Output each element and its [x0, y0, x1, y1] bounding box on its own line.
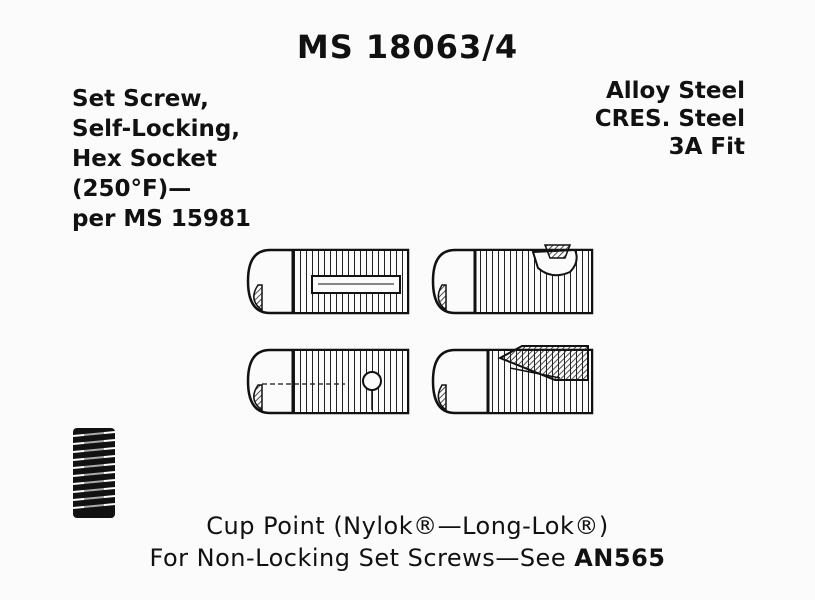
description-line: per MS 15981 [72, 206, 251, 232]
material-line: Alloy Steel [605, 78, 745, 104]
reference-prefix: For Non-Locking Set Screws—See [149, 544, 575, 572]
description-line: Set Screw, [72, 86, 209, 112]
footer-notes: Cup Point (Nylok®—Long-Lok®) For Non-Loc… [0, 510, 815, 574]
spec-title: MS 18063/4 [296, 28, 519, 66]
description-line: Hex Socket [72, 146, 217, 172]
screw-nylon-strip-illustration [246, 248, 410, 315]
description-line: Self-Locking, [72, 116, 241, 142]
point-type-note: Cup Point (Nylok®—Long-Lok®) [206, 512, 609, 540]
reference-standard: AN565 [574, 544, 666, 572]
threaded-set-screw-illustration [72, 428, 116, 518]
material-line: CRES. Steel [594, 106, 745, 132]
material-line: 3A Fit [668, 134, 745, 160]
part-description: Set Screw, Self-Locking, Hex Socket (250… [72, 84, 251, 234]
screw-pellet-corner-illustration [431, 244, 594, 315]
material-list: Alloy Steel CRES. Steel 3A Fit [595, 77, 745, 161]
non-locking-reference-note: For Non-Locking Set Screws—See AN565 [0, 542, 815, 574]
screw-pellet-hole-illustration [246, 348, 410, 415]
description-line: (250°F)— [72, 176, 192, 202]
screw-long-insert-illustration [431, 345, 594, 415]
